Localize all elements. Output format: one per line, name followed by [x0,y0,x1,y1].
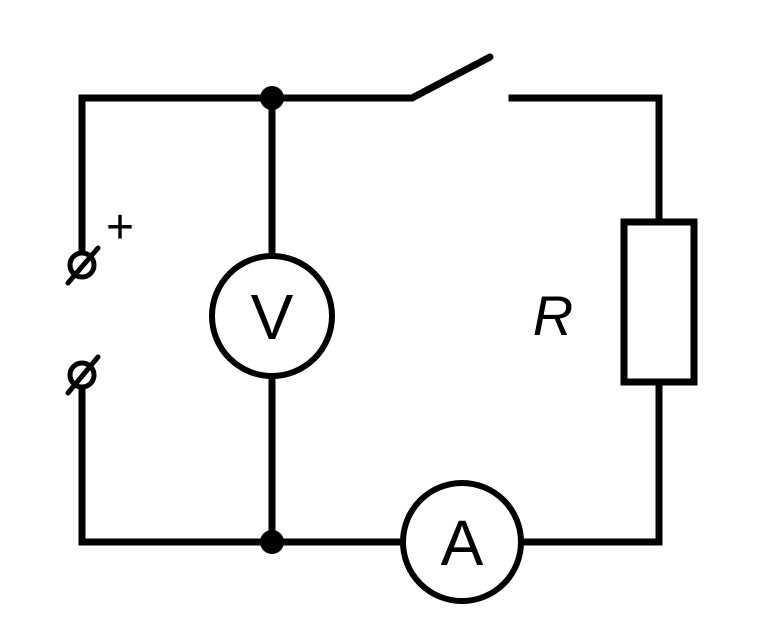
junction-top [260,86,284,110]
ammeter-label: A [441,507,484,579]
voltmeter-label: V [251,281,294,353]
resistor-label: R [533,284,573,347]
ammeter [400,480,524,604]
right-bottom-wire [518,378,663,546]
resistor [620,218,698,386]
top-left-wire [78,94,414,254]
bottom-left-wire [78,388,406,546]
switch-blade [408,53,494,102]
terminal-positive [65,245,101,286]
top-right-wire [508,94,663,226]
voltmeter [209,253,335,379]
terminal-negative [65,354,101,396]
junction-bottom [260,530,284,554]
positive-label: + [106,201,134,254]
